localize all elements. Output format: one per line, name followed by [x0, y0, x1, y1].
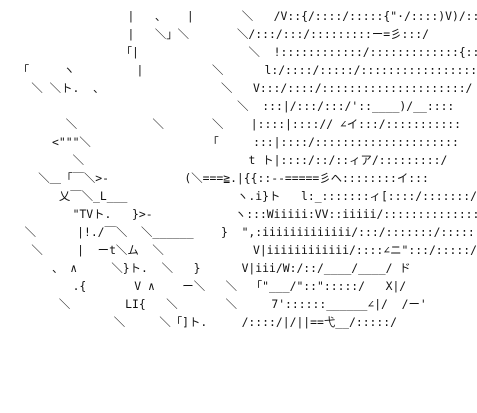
ascii-art-line: .{ V ∧ ー＼ ＼ 「"___/"::":::::/ X|/ [4, 279, 407, 293]
ascii-art-line: 「 ヽ | ＼ l:/::::/:::::/::::::::::::::::: [4, 63, 477, 77]
ascii-art: | 、 | ＼ /V::{/::::/:::::{"·/::::)V)/::| … [4, 7, 477, 331]
ascii-art-line: 乂￣＼_L___ ヽ.i}ト l:_:::::::ィ[::::/:::::::/ [4, 189, 477, 203]
ascii-art-line: ＼ ＼ト. 、 ＼ V:::/::::/::::::::::::::::::::… [4, 81, 473, 95]
ascii-art-line: ＼ ＼「]ト. /::::/|/||==弋__/:::::/ [4, 315, 397, 329]
ascii-art-line: ＼ LI{ ＼ ＼ 7'::::::______∠|/ /ー' [4, 297, 427, 311]
ascii-art-line: | ＼」＼ ＼/:::/:::/:::::::::ー=彡:::/ [4, 27, 429, 41]
ascii-art-line: ＼ |!./￣＼ ＼______ } ",:iiiiiiiiiiiii/:::/… [4, 225, 475, 239]
ascii-art-line: ＼ :::|/:::/:::/'::____)/__:::: [4, 99, 455, 113]
ascii-art-line: | 、 | ＼ /V::{/::::/:::::{"·/::::)V)/::| [4, 9, 477, 23]
ascii-art-line: ＼ ＼ ＼ |::::|::::// ∠イ:::/::::::::::: [4, 117, 462, 131]
ascii-art-line: 、 ∧ ＼}ト. ＼ } V|iii/W:/::/____/____/ ド [4, 261, 411, 275]
ascii-art-line: 「| ＼ !::::::::::::/:::::::::::::{:::/ [4, 45, 477, 59]
ascii-art-line: ＼＿「￣＼>- (＼===≧.|{{::--=====彡ヘ::::::::イ::… [4, 171, 429, 185]
ascii-art-line: "TVト. }>- ヽ:::Wiiiii:VV::iiiii/:::::::::… [4, 207, 477, 221]
ascii-art-line: ＼ t ト|::::/::/::ィア/:::::::::/ [4, 153, 448, 167]
ascii-art-line: <"""＼ 「 :::|::::/::::::::::::::::::::: [4, 135, 459, 149]
ascii-art-line: ＼ | ーt＼ム ＼ V|iiiiiiiiiiii/::::∠ニ":::/:::… [4, 243, 477, 257]
